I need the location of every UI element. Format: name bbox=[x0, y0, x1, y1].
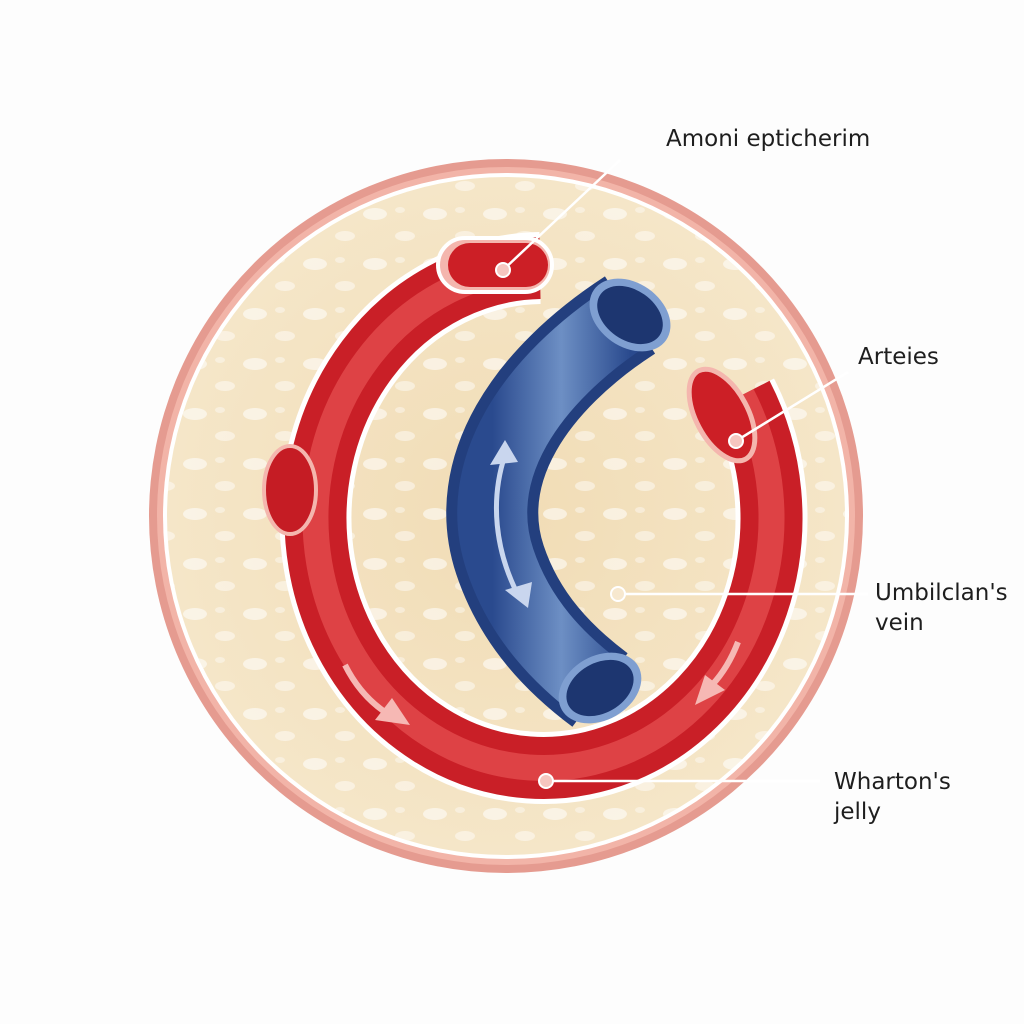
flow-arrow-icon bbox=[342, 663, 387, 715]
label-amnion-epithelium: Amoni epticherim bbox=[666, 126, 871, 152]
artery-section-left bbox=[262, 444, 318, 536]
flow-arrow-icon bbox=[493, 454, 521, 597]
label-umbilical-vein: Umbilclan's vein bbox=[875, 578, 1008, 638]
label-jelly-line1: Wharton's bbox=[834, 769, 951, 795]
flow-arrow-icon bbox=[709, 640, 741, 688]
label-whartons-jelly: Wharton's jelly bbox=[834, 767, 951, 827]
label-jelly-line2: jelly bbox=[834, 799, 881, 825]
label-arteries: Arteies bbox=[858, 344, 939, 370]
label-vein-line2: vein bbox=[875, 610, 924, 636]
label-vein-line1: Umbilclan's bbox=[875, 580, 1008, 606]
